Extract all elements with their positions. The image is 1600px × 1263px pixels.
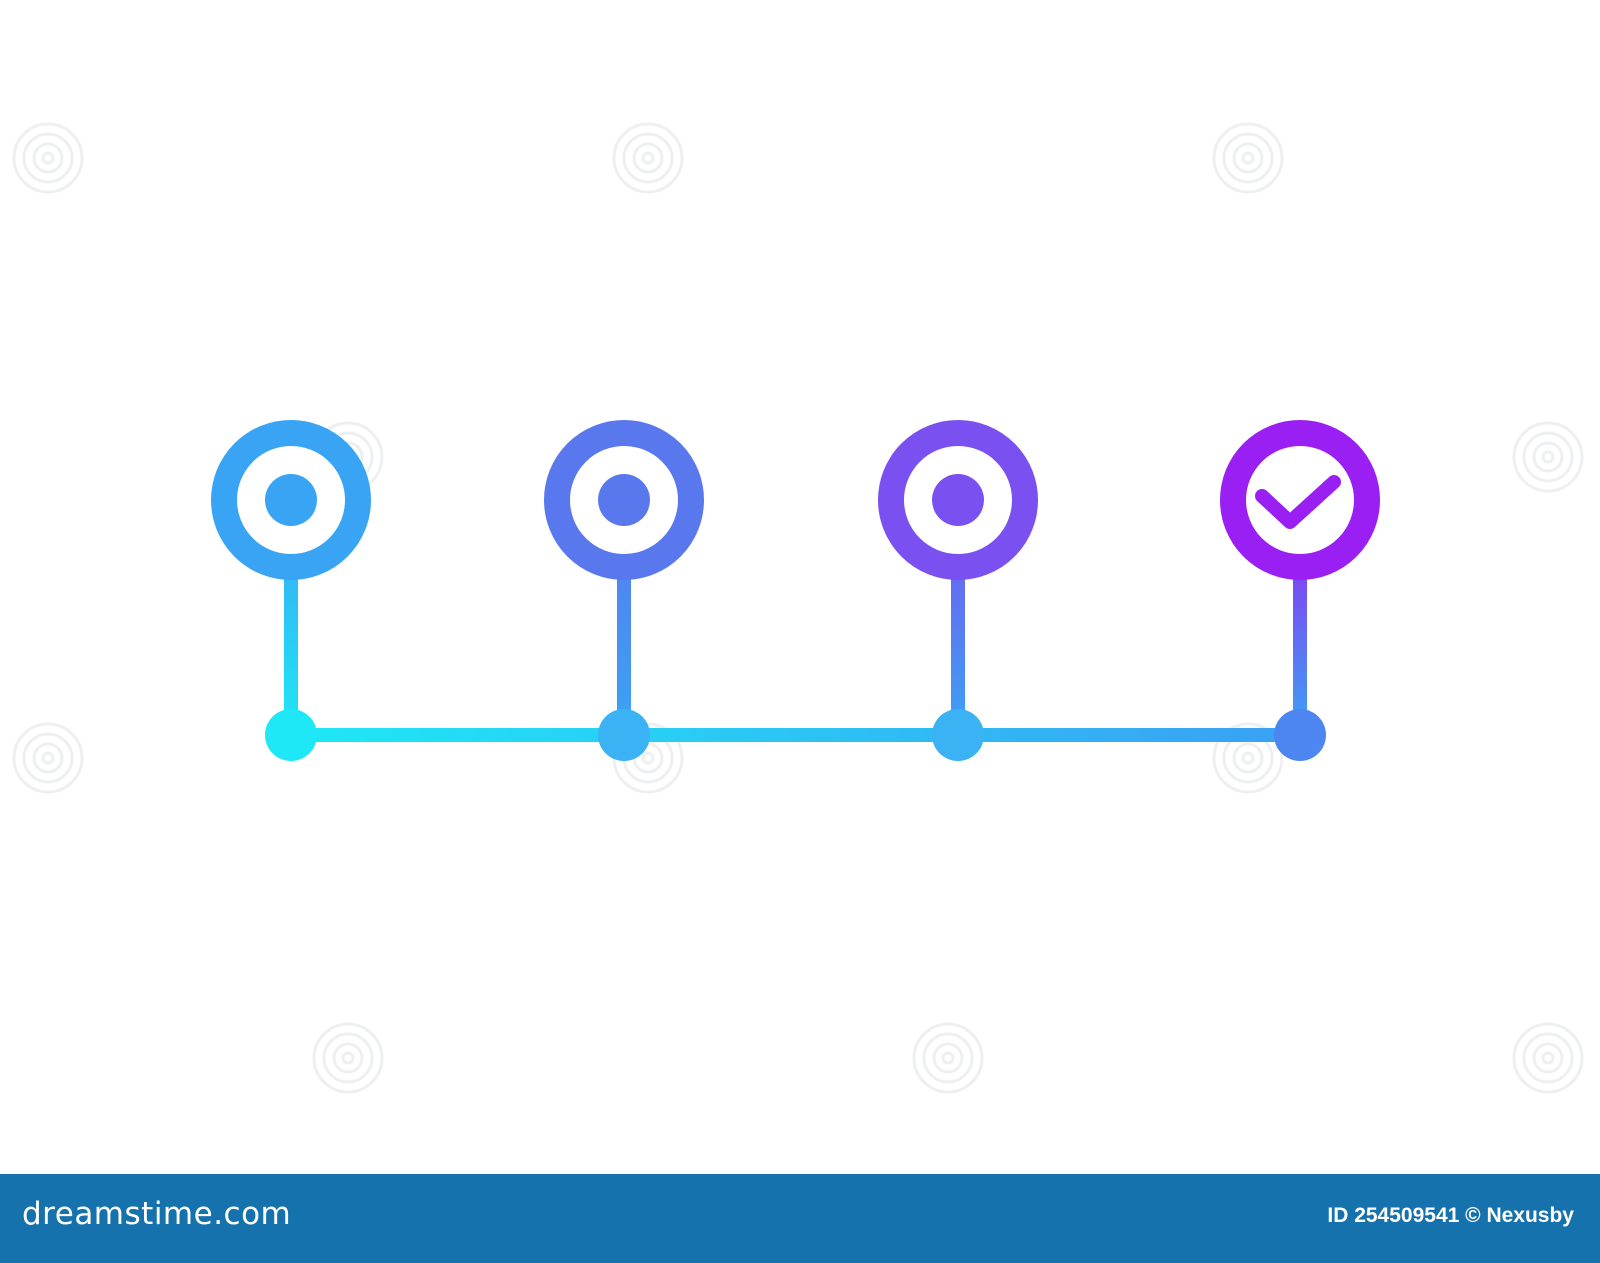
target-icon xyxy=(598,474,650,526)
spiral-ring xyxy=(22,732,74,784)
spiral-ring xyxy=(1232,142,1264,174)
spiral-logo-icon xyxy=(12,122,84,194)
milestone-stem xyxy=(951,574,965,735)
milestone-ring xyxy=(1220,420,1380,580)
spiral-ring xyxy=(641,151,655,165)
spiral-ring xyxy=(1541,1051,1555,1065)
milestone-4 xyxy=(1220,420,1380,761)
spiral-ring xyxy=(641,751,655,765)
image-credit: ID 254509541 © Nexusby xyxy=(1327,1204,1574,1227)
spiral-ring xyxy=(1222,132,1274,184)
spiral-ring xyxy=(22,132,74,184)
watermark-layer xyxy=(12,122,1584,1094)
target-center-dot xyxy=(265,474,317,526)
spiral-ring xyxy=(1541,450,1555,464)
spiral-ring xyxy=(1512,1022,1584,1094)
spiral-ring xyxy=(1522,1032,1574,1084)
target-icon xyxy=(932,474,984,526)
spiral-ring xyxy=(1212,722,1284,794)
spiral-ring xyxy=(1232,742,1264,774)
spiral-logo-icon xyxy=(312,1022,384,1094)
spiral-ring xyxy=(32,742,64,774)
spiral-logo-icon xyxy=(912,1022,984,1094)
spiral-ring xyxy=(1512,421,1584,493)
spiral-ring xyxy=(12,122,84,194)
target-icon xyxy=(265,474,317,526)
milestone-group xyxy=(211,420,1380,761)
milestone-stem xyxy=(1293,574,1307,735)
spiral-ring xyxy=(322,1032,374,1084)
milestone-1 xyxy=(211,420,371,761)
timeline-base-line xyxy=(292,728,1302,742)
milestone-stem xyxy=(284,574,298,735)
brand-logo-text: dreamstime.com xyxy=(22,1196,292,1232)
spiral-ring xyxy=(941,1051,955,1065)
milestone-2 xyxy=(544,420,704,761)
timeline-node xyxy=(265,709,317,761)
spiral-ring xyxy=(1532,441,1564,473)
spiral-ring xyxy=(1522,431,1574,483)
spiral-ring xyxy=(932,1042,964,1074)
footer-bar: dreamstime.com ID 254509541 © Nexusby xyxy=(0,1174,1600,1263)
spiral-ring xyxy=(41,751,55,765)
spiral-logo-icon xyxy=(12,722,84,794)
spiral-ring xyxy=(12,722,84,794)
spiral-logo-icon xyxy=(1512,1022,1584,1094)
spiral-ring xyxy=(632,142,664,174)
target-center-dot xyxy=(932,474,984,526)
spiral-ring xyxy=(1241,751,1255,765)
milestone-3 xyxy=(878,420,1038,761)
milestone-stem xyxy=(617,574,631,735)
timeline-node xyxy=(932,709,984,761)
target-center-dot xyxy=(598,474,650,526)
spiral-ring xyxy=(1212,122,1284,194)
spiral-ring xyxy=(612,122,684,194)
spiral-ring xyxy=(912,1022,984,1094)
spiral-ring xyxy=(1241,151,1255,165)
spiral-ring xyxy=(1532,1042,1564,1074)
spiral-ring xyxy=(312,1022,384,1094)
timeline-node xyxy=(1274,709,1326,761)
spiral-ring xyxy=(922,1032,974,1084)
checkmark-icon xyxy=(1255,475,1341,529)
spiral-ring xyxy=(341,1051,355,1065)
spiral-logo-icon xyxy=(1512,421,1584,493)
spiral-ring xyxy=(32,142,64,174)
spiral-logo-icon xyxy=(1212,122,1284,194)
spiral-ring xyxy=(622,132,674,184)
spiral-logo-icon xyxy=(612,122,684,194)
timeline-node xyxy=(598,709,650,761)
spiral-ring xyxy=(41,151,55,165)
spiral-ring xyxy=(332,1042,364,1074)
